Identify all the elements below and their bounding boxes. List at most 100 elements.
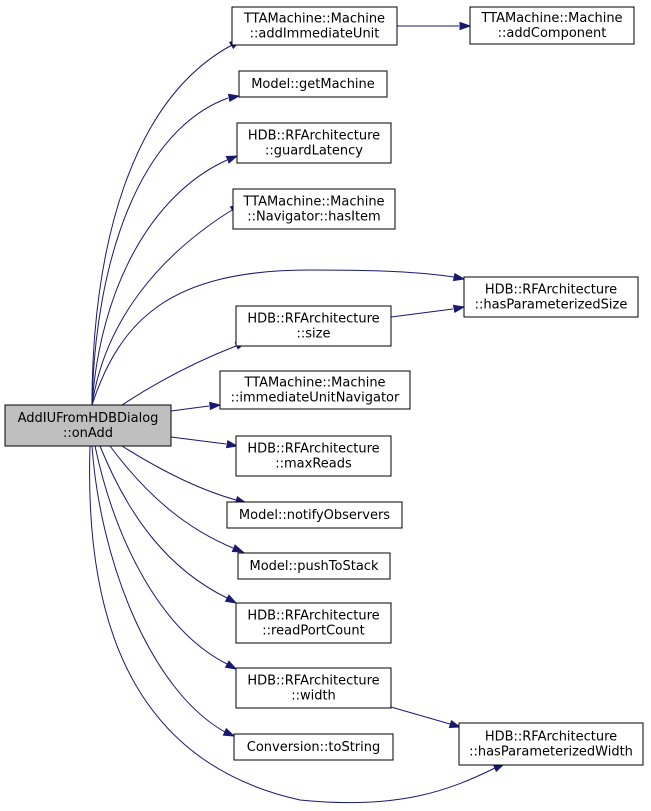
node-box: [235, 602, 392, 644]
edge-width-to-has-param-width: [390, 706, 462, 729]
edge-root-to-has-item: [91, 204, 243, 406]
edge-add-immediate-unit-to-add-component: [397, 21, 472, 31]
node-has-item[interactable]: TTAMachine::Machine::Navigator::hasItem: [232, 188, 396, 230]
node-label-line: Model::notifyObservers: [239, 508, 390, 523]
arrowhead: [225, 155, 239, 164]
node-label-line: ::addComponent: [498, 26, 607, 41]
node-label-line: HDB::RFArchitecture: [485, 283, 617, 298]
arrowhead: [452, 304, 466, 314]
node-has-param-size[interactable]: HDB::RFArchitecture::hasParameterizedSiz…: [463, 276, 639, 318]
edge-line: [390, 706, 451, 725]
node-has-param-width[interactable]: HDB::RFArchitecture::hasParameterizedWid…: [458, 722, 644, 766]
node-guard-latency[interactable]: HDB::RFArchitecture::guardLatency: [236, 122, 392, 164]
node-box: [235, 435, 392, 477]
node-label-line: ::addImmediateUnit: [250, 27, 380, 42]
edge-root-to-guard-latency: [91, 155, 239, 406]
node-label-line: HDB::RFArchitecture: [248, 129, 380, 144]
node-label-line: ::maxReads: [275, 457, 352, 472]
arrowhead: [227, 93, 241, 103]
node-label-line: ::onAdd: [63, 426, 113, 441]
node-notify-observers[interactable]: Model::notifyObservers: [226, 501, 403, 529]
node-add-component[interactable]: TTAMachine::Machine::addComponent: [469, 6, 635, 45]
node-box: [231, 6, 398, 46]
node-label-line: HDB::RFArchitecture: [247, 674, 379, 689]
edge-size-to-has-param-size: [390, 304, 466, 318]
node-size[interactable]: HDB::RFArchitecture::size: [235, 305, 392, 347]
edge-line: [390, 308, 454, 318]
node-label-line: Model::pushToStack: [250, 559, 379, 574]
node-label-line: ::Navigator::hasItem: [247, 210, 380, 225]
node-label-line: HDB::RFArchitecture: [485, 730, 617, 745]
edge-line: [170, 436, 227, 445]
node-label-line: ::immediateUnitNavigator: [231, 391, 400, 406]
node-label-line: HDB::RFArchitecture: [247, 442, 379, 457]
edge-root-to-notify-observers: [121, 445, 248, 505]
edge-line: [91, 269, 455, 406]
node-box: [232, 188, 396, 230]
node-label-line: AddIUFromHDBDialog: [18, 411, 159, 426]
node-iu-navigator[interactable]: TTAMachine::Machine::immediateUnitNaviga…: [219, 370, 411, 410]
edge-root-to-has-param-size: [91, 269, 466, 406]
node-root[interactable]: AddIUFromHDBDialog::onAdd: [4, 404, 172, 447]
node-to-string[interactable]: Conversion::toString: [233, 733, 394, 761]
edge-line: [91, 159, 228, 406]
edge-line: [91, 44, 233, 406]
node-label-line: Conversion::toString: [247, 740, 381, 755]
node-add-immediate-unit[interactable]: TTAMachine::Machine::addImmediateUnit: [231, 6, 398, 46]
node-box: [238, 70, 388, 98]
node-read-port-count[interactable]: HDB::RFArchitecture::readPortCount: [235, 602, 392, 644]
node-label-line: TTAMachine::Machine: [480, 11, 622, 26]
arrowhead: [452, 272, 466, 282]
arrowhead: [222, 727, 236, 737]
node-box: [237, 552, 391, 580]
arrowhead: [459, 21, 472, 31]
node-box: [469, 6, 635, 45]
node-max-reads[interactable]: HDB::RFArchitecture::maxReads: [235, 435, 392, 477]
edge-line: [89, 445, 496, 804]
node-width[interactable]: HDB::RFArchitecture::width: [235, 667, 392, 709]
node-label-line: ::hasParameterizedWidth: [469, 745, 633, 760]
node-label-line: Model::getMachine: [251, 77, 375, 92]
node-push-to-stack[interactable]: Model::pushToStack: [237, 552, 391, 580]
edge-line: [91, 97, 229, 406]
node-label-line: ::guardLatency: [265, 144, 363, 159]
node-box: [235, 305, 392, 347]
edge-root-to-to-string: [91, 445, 236, 737]
edge-line: [99, 445, 228, 599]
node-box: [4, 404, 172, 447]
edge-root-to-push-to-stack: [109, 445, 245, 553]
node-box: [226, 501, 403, 529]
node-box: [233, 733, 394, 761]
node-label-line: TTAMachine::Machine: [242, 195, 384, 210]
edge-root-to-max-reads: [170, 436, 239, 449]
edge-root-to-add-immediate-unit: [91, 39, 242, 406]
node-box: [236, 122, 392, 164]
arrowhead: [225, 439, 239, 449]
edge-root-to-get-machine: [91, 93, 241, 406]
node-box: [463, 276, 639, 318]
edge-root-to-read-port-count: [99, 445, 238, 604]
node-get-machine[interactable]: Model::getMachine: [238, 70, 388, 98]
node-label-line: HDB::RFArchitecture: [247, 609, 379, 624]
nodes-layer: AddIUFromHDBDialog::onAdd TTAMachine::Mac…: [4, 6, 644, 766]
edge-root-to-width: [94, 445, 238, 670]
arrowhead: [448, 719, 462, 729]
node-label-line: ::readPortCount: [262, 624, 364, 639]
arrowhead: [209, 401, 222, 411]
arrowhead: [224, 594, 238, 604]
arrowhead: [231, 544, 245, 553]
edge-line: [109, 445, 234, 549]
node-box: [219, 370, 411, 410]
edge-line: [121, 445, 237, 501]
node-label-line: ::hasParameterizedSize: [475, 298, 628, 313]
node-label-line: TTAMachine::Machine: [243, 12, 385, 27]
edge-line: [94, 445, 228, 665]
node-label-line: TTAMachine::Machine: [243, 376, 385, 391]
node-label-line: ::width: [291, 689, 336, 704]
node-box: [235, 667, 392, 709]
edge-line: [121, 345, 237, 406]
arrowhead: [224, 660, 238, 670]
edge-root-to-iu-navigator: [170, 401, 222, 412]
edge-line: [91, 445, 226, 733]
